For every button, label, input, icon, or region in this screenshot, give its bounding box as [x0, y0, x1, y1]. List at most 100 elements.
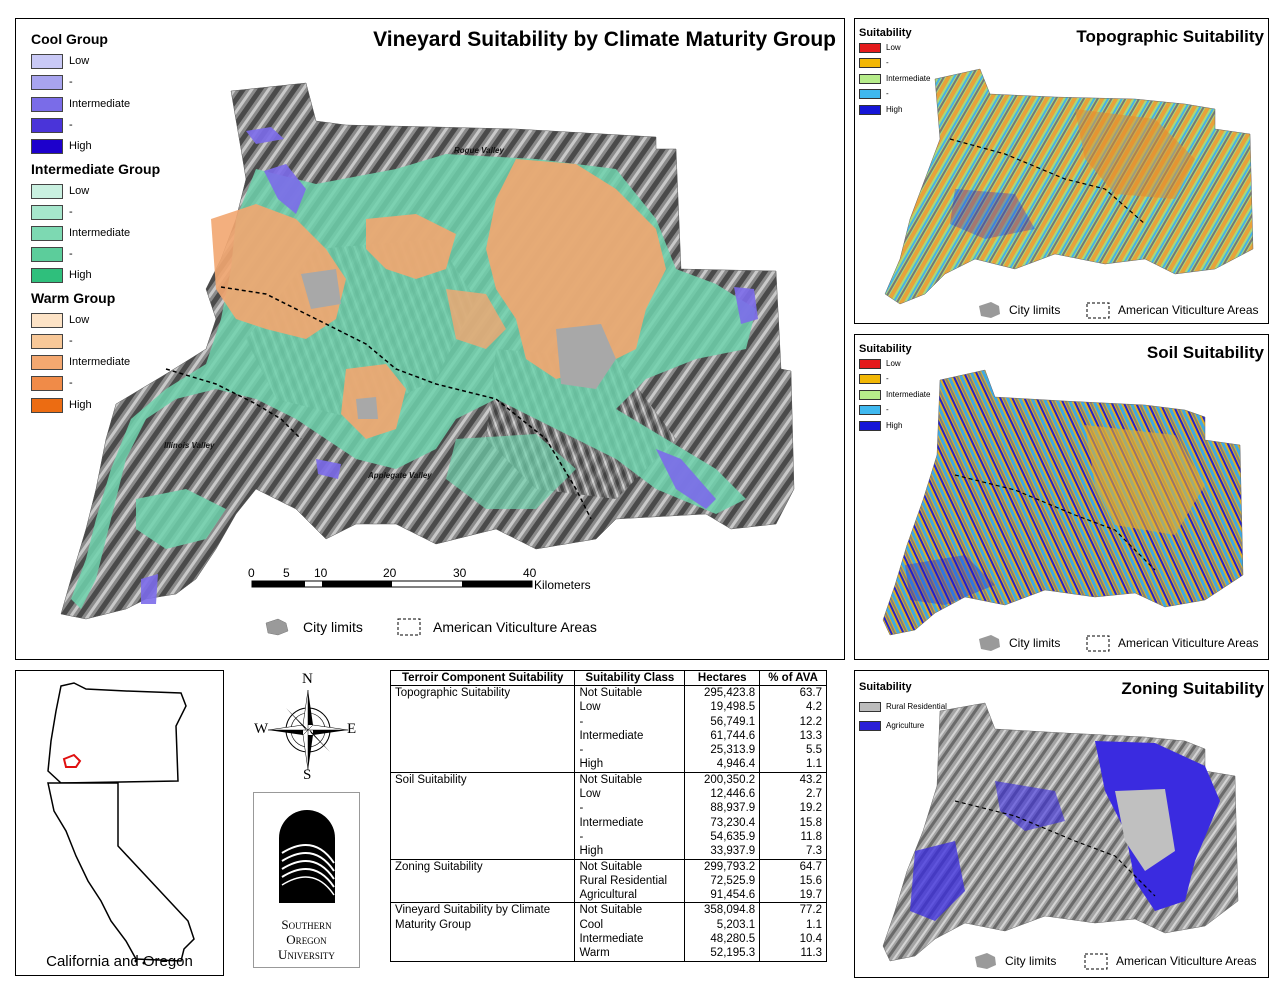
suitability-table: Terroir Component Suitability Suitabilit… — [389, 670, 827, 962]
legend-group-title: Cool Group — [31, 31, 108, 47]
legend-swatch — [859, 373, 881, 384]
sou-logo: Southern Oregon University — [253, 792, 360, 968]
compass-e: E — [347, 721, 357, 737]
ava-label: American Viticulture Areas — [1118, 636, 1259, 650]
legend-swatch — [31, 117, 63, 133]
ava-label: American Viticulture Areas — [433, 619, 597, 635]
legend-item: Intermediate — [31, 354, 130, 370]
university-logo-icon — [279, 810, 335, 903]
legend-swatch — [859, 88, 881, 99]
topographic-title: Topographic Suitability — [1076, 27, 1264, 46]
legend-item: - — [31, 333, 73, 349]
compass-w: W — [254, 721, 269, 737]
legend-swatch — [31, 397, 63, 413]
soil-map-graphic — [882, 369, 1244, 652]
legend-item: High — [859, 104, 902, 115]
legend-swatch — [859, 57, 881, 68]
zoning-panel: Zoning Suitability Suitability Rural Res… — [854, 670, 1269, 978]
legend-swatch — [31, 74, 63, 90]
legend-swatch — [31, 183, 63, 199]
oregon-outline — [47, 682, 187, 784]
legend-item: - — [31, 246, 73, 262]
legend-item: Intermediate — [31, 96, 130, 112]
compass-rose: N S E W — [250, 671, 362, 785]
legend-item: - — [31, 204, 73, 220]
study-area-marker — [62, 753, 82, 768]
city-limits-label: City limits — [1009, 636, 1061, 650]
legend-item: - — [859, 404, 889, 415]
city-limits-icon — [979, 635, 1000, 651]
compass-icon — [267, 689, 349, 771]
legend-swatch — [31, 333, 63, 349]
legend-item: - — [31, 375, 73, 391]
legend-swatch — [31, 225, 63, 241]
table-header: Terroir Component Suitability — [389, 670, 576, 686]
zoning-map-graphic — [882, 702, 1239, 970]
legend-item: Low — [859, 358, 901, 369]
legend-item: Low — [31, 312, 89, 328]
compass-s: S — [303, 767, 312, 783]
legend-swatch — [859, 701, 881, 712]
place-label-rogue-valley: Rogue Valley — [454, 146, 504, 155]
legend-item: High — [859, 420, 902, 431]
ava-icon — [1086, 635, 1110, 652]
legend-item: - — [859, 88, 889, 99]
logo-line-3: University — [278, 947, 335, 962]
main-footer: City limits — [303, 619, 363, 635]
legend-swatch — [859, 42, 881, 53]
legend-swatch — [859, 420, 881, 431]
soil-panel: Soil Suitability Suitability Low - Inter… — [854, 334, 1269, 660]
scale-tick: 20 — [383, 566, 397, 580]
legend-swatch — [859, 104, 881, 115]
table-group-vineyard: Vineyard Suitability by Climate Maturity… — [389, 902, 827, 962]
legend-swatch — [859, 358, 881, 369]
ava-icon — [1084, 953, 1108, 970]
logo-line-1: Southern — [281, 917, 332, 932]
scale-tick: 10 — [314, 566, 328, 580]
scale-bar — [251, 580, 533, 588]
scale-tick: 0 — [248, 566, 255, 580]
legend-group-title: Warm Group — [31, 290, 116, 306]
ava-icon — [1086, 302, 1110, 319]
component-cell: Topographic Suitability — [389, 685, 576, 773]
scale-unit: Kilometers — [534, 578, 591, 592]
table-header: % of AVA — [759, 670, 827, 686]
legend-title: Suitability — [859, 27, 912, 39]
city-limits-label: City limits — [1009, 303, 1061, 317]
main-footer-ava: American Viticulture Areas — [433, 619, 597, 635]
locator-map-graphic — [47, 682, 195, 965]
legend-item: - — [31, 117, 73, 133]
city-limits-label: City limits — [303, 619, 363, 635]
legend-item: High — [31, 267, 92, 283]
legend-swatch — [859, 404, 881, 415]
main-map-graphic — [60, 82, 795, 636]
legend-swatch — [31, 96, 63, 112]
legend-title: Suitability — [859, 681, 912, 693]
compass-n: N — [302, 671, 313, 687]
region-cool-group — [264, 164, 306, 214]
legend-swatch — [31, 53, 63, 69]
ava-icon — [397, 618, 421, 636]
soil-title: Soil Suitability — [1146, 343, 1264, 362]
ava-label: American Viticulture Areas — [1118, 303, 1259, 317]
legend-item: Intermediate — [859, 389, 930, 400]
scale-tick: 40 — [523, 566, 537, 580]
legend-swatch — [31, 375, 63, 391]
city-limits-icon — [975, 953, 996, 969]
california-outline — [47, 782, 195, 962]
component-cell: Soil Suitability — [389, 772, 576, 860]
locator-caption: California and Oregon — [46, 953, 193, 970]
table-header: Suitability Class — [574, 670, 686, 686]
legend-swatch — [31, 267, 63, 283]
city-limits-icon — [265, 618, 289, 636]
